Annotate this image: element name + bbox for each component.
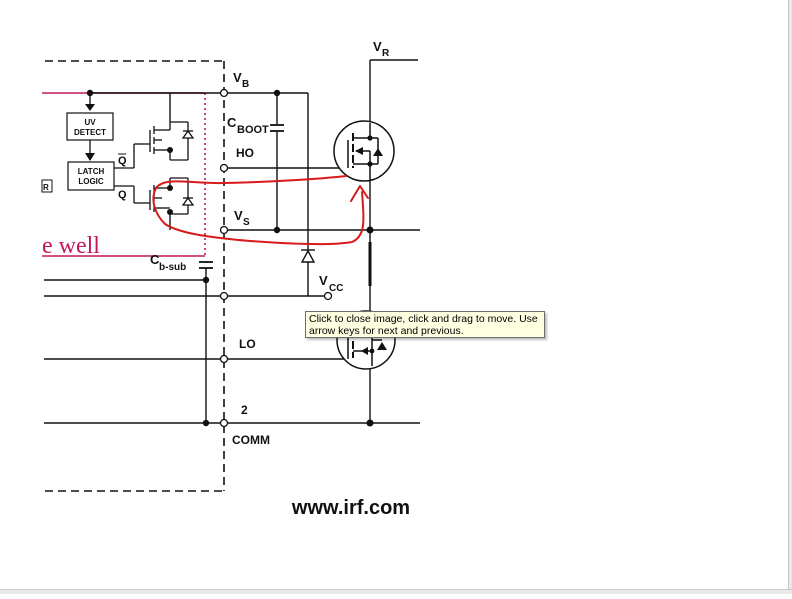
lo-label: LO <box>239 337 256 351</box>
latch-logic-block: LATCH LOGIC R Q Q <box>41 143 150 204</box>
cboot-sub: BOOT <box>237 124 269 136</box>
svg-text:Q: Q <box>118 189 127 201</box>
ho-label: HO <box>236 146 254 160</box>
svg-text:LATCH: LATCH <box>78 167 105 176</box>
viewer-tooltip[interactable]: Click to close image, click and drag to … <box>305 311 545 338</box>
vr-sub: R <box>382 48 390 59</box>
vs-sub: S <box>243 217 250 228</box>
labels: V R V B C BOOT HO V S C b-sub V CC LO 2 … <box>150 39 390 447</box>
comm-label: COMM <box>232 433 270 447</box>
footer-url: www.irf.com <box>291 497 410 519</box>
vcc-label: V <box>319 273 328 288</box>
vcc-sub: CC <box>329 283 343 294</box>
svg-text:Q: Q <box>118 155 127 167</box>
cboot-capacitor <box>270 124 284 132</box>
internal-mosfets <box>149 121 195 215</box>
cbsub-sub: b-sub <box>159 262 186 273</box>
vr-label: V <box>373 39 382 54</box>
high-side-mosfet <box>333 120 395 182</box>
pin2-label: 2 <box>241 403 248 417</box>
wires <box>44 59 420 424</box>
pin-terminals <box>219 88 333 428</box>
cboot-label: C <box>227 115 237 130</box>
cbsub-capacitor <box>199 261 213 269</box>
vb-sub: B <box>242 79 249 90</box>
junctions <box>86 89 374 427</box>
svg-text:LOGIC: LOGIC <box>78 177 104 186</box>
svg-text:R: R <box>43 183 49 192</box>
window-edge-right <box>788 0 792 594</box>
vs-label: V <box>234 208 243 223</box>
cbsub-label: C <box>150 252 160 267</box>
bootstrap-diode <box>300 249 316 263</box>
window-edge-bottom <box>0 589 792 594</box>
vb-label: V <box>233 70 242 85</box>
uv-detect-block: UV DETECT <box>66 93 114 161</box>
well-label: e well <box>42 233 100 259</box>
svg-text:DETECT: DETECT <box>74 128 106 137</box>
red-annotation <box>152 175 369 246</box>
svg-text:UV: UV <box>84 118 96 127</box>
